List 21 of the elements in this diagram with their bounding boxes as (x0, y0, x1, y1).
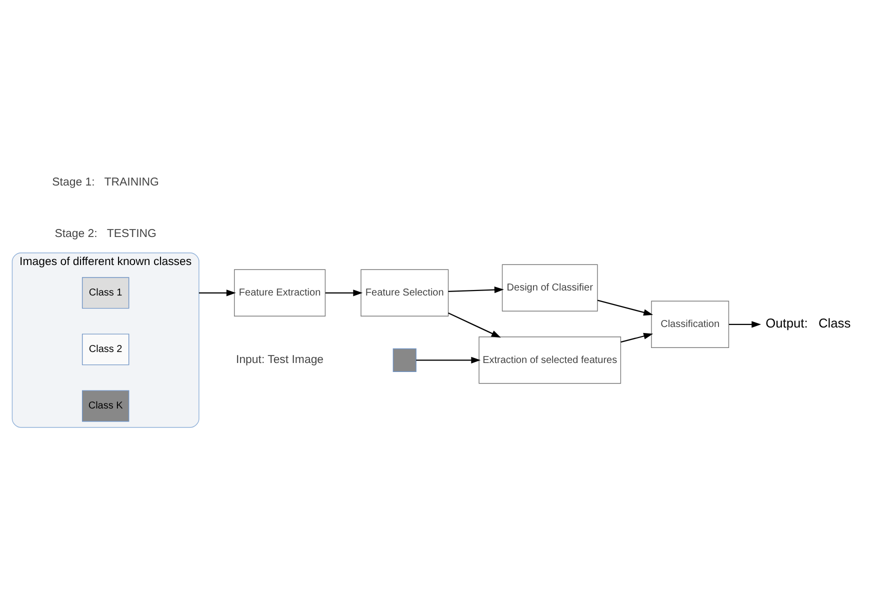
arrow (620, 332, 654, 343)
node-box: Classification (651, 300, 730, 348)
node-box: Class 1 (82, 277, 130, 309)
node-box: Feature Selection (360, 269, 449, 317)
arrow (597, 300, 654, 316)
label: Stage 1: TRAINING (52, 176, 159, 188)
node-text: Output: Class (766, 316, 851, 331)
node-box: Design of Classifier (502, 264, 598, 312)
label: Stage 2: TESTING (54, 228, 156, 240)
arrow (325, 290, 363, 296)
arrow (416, 356, 481, 364)
arrow (448, 312, 501, 338)
node-box (392, 348, 416, 372)
node-box: Feature Extraction (234, 269, 326, 317)
label: Input: Test Image (236, 354, 324, 366)
node-box: Class K (82, 390, 130, 422)
arrow (198, 290, 236, 296)
node-box: Extraction of selected features (478, 336, 622, 384)
arrow (728, 321, 762, 328)
node-box: Class 2 (82, 334, 130, 366)
arrow (448, 286, 504, 294)
